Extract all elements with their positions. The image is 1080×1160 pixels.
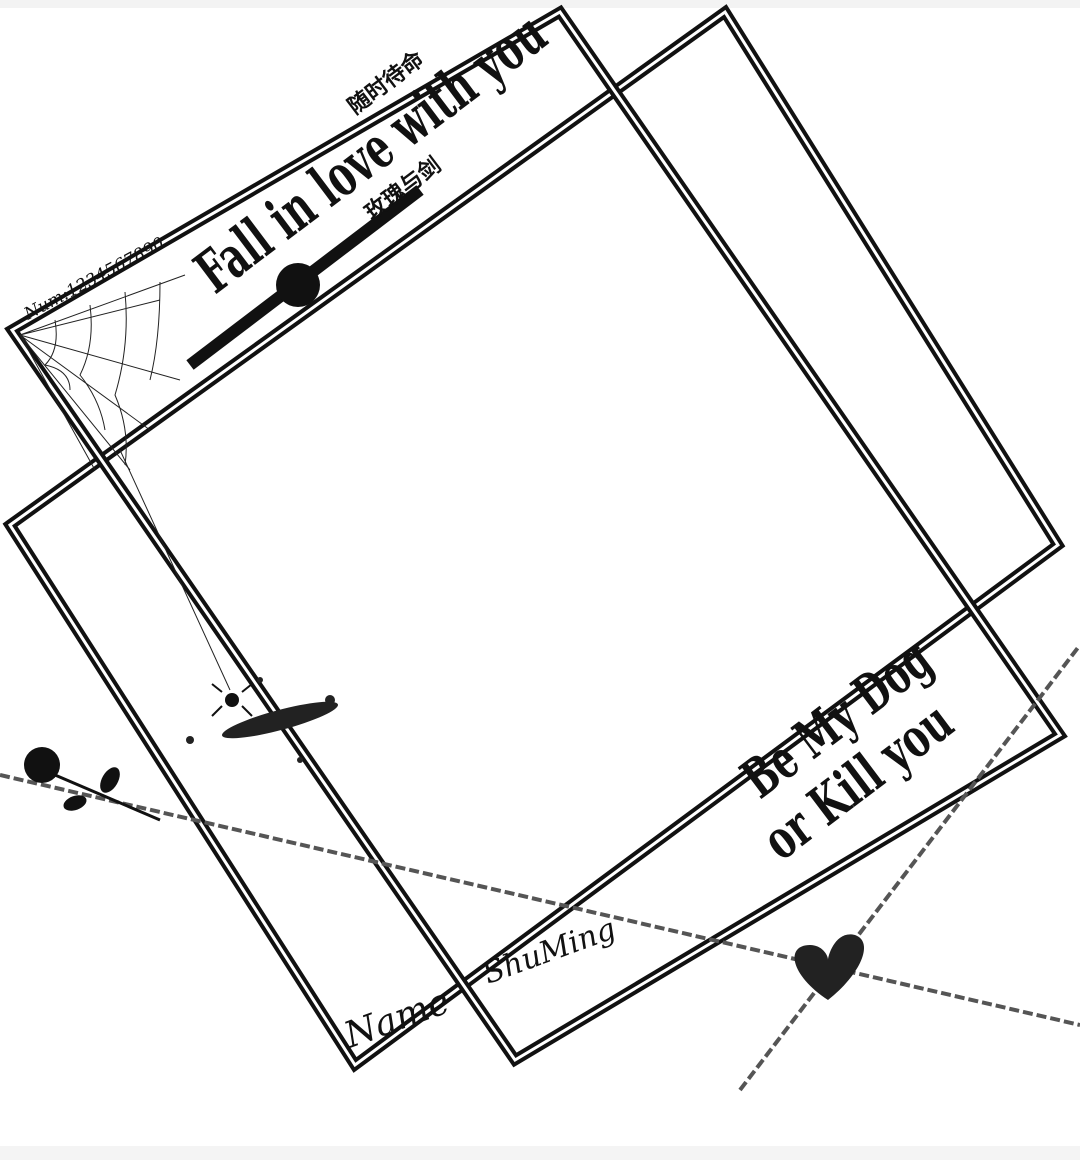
heart-icon (794, 934, 865, 1000)
chain-diagonal (738, 643, 1080, 1092)
rose-icon (276, 263, 320, 307)
bottom-bar (0, 1146, 1080, 1160)
frame-square-b (4, 4, 1068, 1068)
ink-splatter (186, 677, 339, 763)
number-label: Num:1234567890 (20, 234, 168, 325)
spider-icon (211, 683, 253, 717)
rose-icon (24, 747, 161, 822)
name-label: Name (338, 981, 455, 1057)
sword-icon (186, 185, 424, 370)
spider-web-icon (19, 274, 231, 691)
top-bar (0, 0, 1080, 8)
frame-square-a (2, 4, 1066, 1073)
chain-horizontal (0, 773, 1080, 1027)
